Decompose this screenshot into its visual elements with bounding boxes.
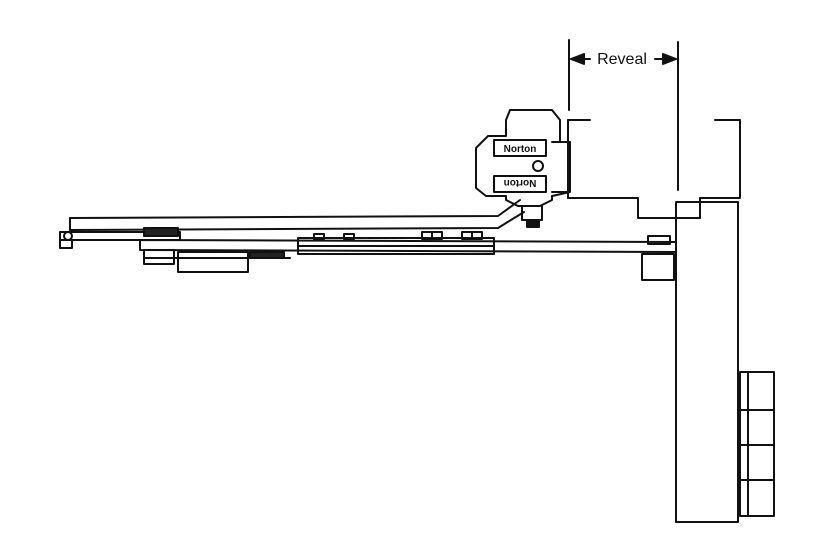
reveal-label: Reveal [597, 51, 647, 68]
brand-plate-top [493, 139, 547, 157]
arm-shoe-main [177, 251, 249, 273]
closer-pinion-shaft [521, 205, 543, 221]
brand-label-bottom: Norton [504, 177, 537, 188]
main-arm [69, 199, 525, 231]
arm-bracket [641, 253, 675, 281]
reveal-dimension: Reveal [568, 39, 679, 191]
parallel-arm [59, 227, 677, 281]
door-frame [567, 119, 741, 219]
forearm [139, 239, 677, 253]
brand-label-top: Norton [504, 144, 537, 155]
frame-stop-outline [567, 119, 741, 219]
door-leaf [675, 201, 775, 523]
brand-plate-bottom [493, 175, 547, 193]
closer-body: Norton Norton [475, 109, 571, 228]
bolt-1 [313, 233, 325, 240]
adjustment-valve [532, 160, 544, 172]
arm-bracket-top [647, 235, 671, 245]
pinion-nut [526, 219, 540, 228]
reveal-arrowhead-right [662, 53, 677, 65]
arm-end-nut [59, 239, 73, 249]
closer-end-cap [551, 141, 569, 193]
arm-solid-bar [143, 227, 179, 237]
reveal-arrowhead-left [570, 53, 585, 65]
main-arm-outline [69, 199, 525, 231]
door-edge [675, 201, 739, 523]
bolt-2 [343, 233, 355, 240]
arm-end-pin [63, 231, 73, 241]
